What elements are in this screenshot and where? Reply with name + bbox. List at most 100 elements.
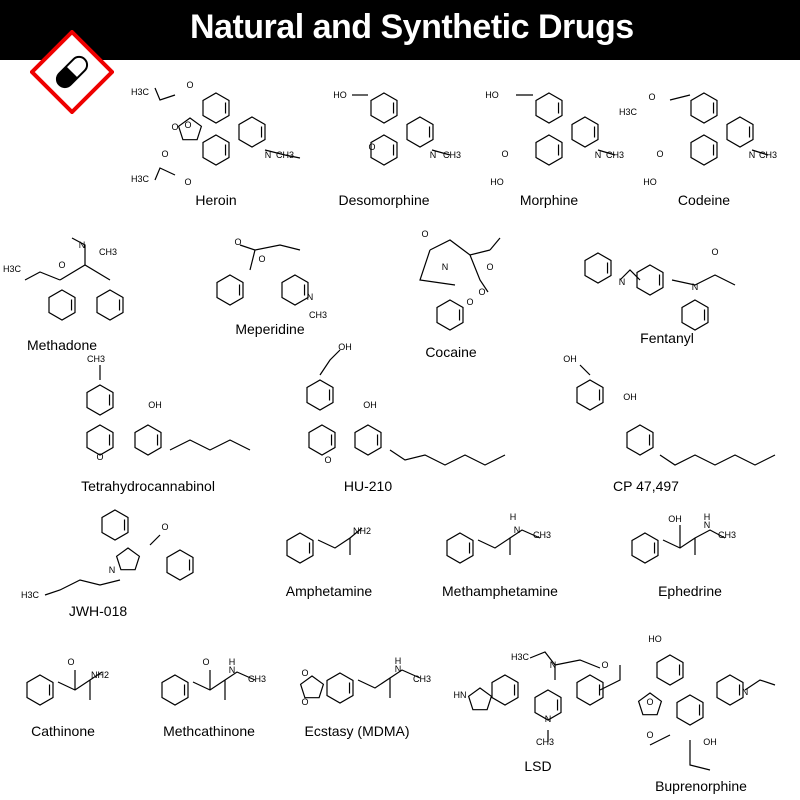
atom-label: O — [58, 260, 65, 270]
atom-label: N — [79, 240, 86, 250]
atom-label: CH3 — [536, 737, 554, 747]
molecule-name: Fentanyl — [640, 330, 694, 346]
atom-label: O — [161, 522, 168, 532]
molecule-ecstasy-mdma: O O N CH3 H Ecstasy (MDMA) — [299, 656, 431, 739]
atom-label: N — [595, 150, 602, 160]
atom-label: N — [229, 665, 236, 675]
atom-label: H — [395, 656, 402, 666]
atom-label: CH3 — [87, 354, 105, 364]
molecule-name: Ecstasy (MDMA) — [305, 723, 410, 739]
atom-label: N — [514, 525, 521, 535]
atom-label: CH3 — [413, 674, 431, 684]
molecule-jwh-018: N O H3C JWH-018 — [21, 509, 194, 619]
atom-label: CH3 — [309, 310, 327, 320]
molecule-name: JWH-018 — [69, 603, 128, 619]
atom-label: CH3 — [759, 150, 777, 160]
atom-label: O — [501, 149, 508, 159]
atom-label: NH2 — [353, 526, 371, 536]
atom-label: O — [184, 177, 191, 187]
molecule-cp-47-497: OH OH CP 47,497 — [563, 354, 776, 494]
atom-label: OH — [703, 737, 717, 747]
molecule-name: Buprenorphine — [655, 778, 747, 794]
atom-label: N — [742, 687, 749, 697]
atom-label: N — [619, 277, 626, 287]
atom-label: H3C — [511, 652, 530, 662]
atom-label: O — [161, 149, 168, 159]
atom-label: O — [486, 262, 493, 272]
atom-label: N — [265, 150, 272, 160]
atom-label: OH — [623, 392, 637, 402]
atom-label: H — [704, 512, 711, 522]
molecule-name: Ephedrine — [658, 583, 722, 599]
molecule-name: LSD — [524, 758, 551, 774]
molecule-name: Methamphetamine — [442, 583, 558, 599]
atom-label: N — [550, 660, 557, 670]
atom-label: O — [258, 254, 265, 264]
atom-label: N — [704, 520, 711, 530]
atom-label: N — [692, 282, 699, 292]
pill-hazard-icon — [30, 30, 114, 114]
atom-label: H3C — [131, 174, 150, 184]
molecule-name: Desomorphine — [338, 192, 429, 208]
atom-label: HO — [485, 90, 499, 100]
atom-label: O — [234, 237, 241, 247]
atom-label: H3C — [131, 87, 150, 97]
atom-label: O — [368, 142, 375, 152]
atom-label: HO — [643, 177, 657, 187]
atom-label: N — [442, 262, 449, 272]
atom-label: CH3 — [248, 674, 266, 684]
atom-label: HO — [333, 90, 347, 100]
atom-label: H3C — [619, 107, 638, 117]
molecule-name: Heroin — [195, 192, 236, 208]
atom-label: HN — [454, 690, 467, 700]
molecule-name: Amphetamine — [286, 583, 373, 599]
atom-label: O — [648, 92, 655, 102]
atom-label: OH — [563, 354, 577, 364]
atom-label: O — [646, 730, 653, 740]
atom-label: H3C — [3, 264, 22, 274]
atom-label: O — [421, 229, 428, 239]
atom-label: O — [656, 149, 663, 159]
molecule-name: Methcathinone — [163, 723, 255, 739]
atom-label: O — [67, 657, 74, 667]
atom-label: N — [109, 565, 116, 575]
atom-label: HO — [490, 177, 504, 187]
atom-label: O — [324, 455, 331, 465]
molecule-name: Morphine — [520, 192, 579, 208]
atom-label: OH — [148, 400, 162, 410]
page-title: Natural and Synthetic Drugs — [190, 8, 634, 46]
molecule-name: Codeine — [678, 192, 730, 208]
atom-label: O — [96, 452, 103, 462]
molecule-name: CP 47,497 — [613, 478, 679, 494]
atom-label: O — [202, 657, 209, 667]
molecule-name: HU-210 — [344, 478, 392, 494]
atom-label: N — [749, 150, 756, 160]
molecule-name: Methadone — [27, 337, 97, 353]
atom-label: O — [301, 668, 308, 678]
atom-label: H3C — [21, 590, 40, 600]
molecule-methcathinone: O N CH3 H Methcathinone — [161, 657, 266, 739]
atom-label: O — [301, 697, 308, 707]
molecule-name: Cathinone — [31, 723, 95, 739]
atom-label: CH3 — [606, 150, 624, 160]
atom-label: N — [395, 664, 402, 674]
atom-label: O — [646, 697, 653, 707]
atom-label: N — [545, 714, 552, 724]
atom-label: N — [307, 292, 314, 302]
atom-label: H — [229, 657, 236, 667]
atom-label: OH — [338, 342, 352, 352]
atom-label: CH3 — [99, 247, 117, 257]
atom-label: H — [510, 512, 517, 522]
